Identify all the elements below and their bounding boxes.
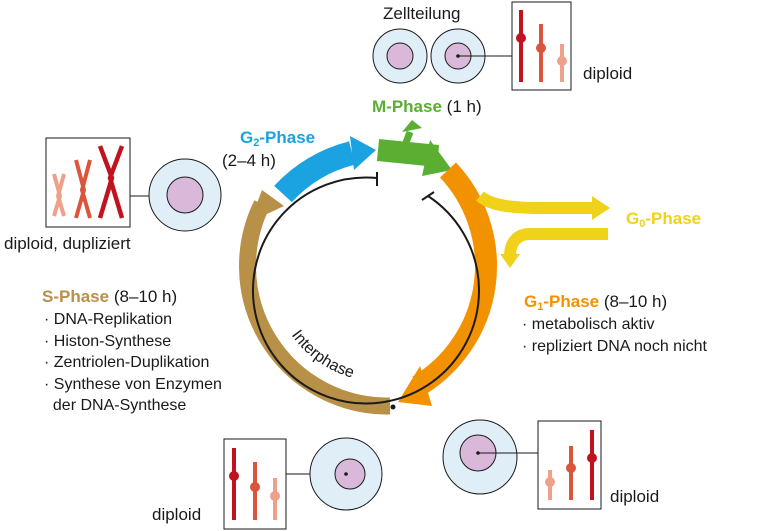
top-ploidy-label: diploid [583, 64, 633, 83]
list-item: Histon-Synthese [44, 331, 222, 353]
g0-return-arrowhead [500, 254, 520, 268]
s-phase-title: S-Phase (8–10 h) [42, 287, 177, 307]
g0-return-arrow [504, 228, 608, 257]
g2-subscript: 2 [253, 137, 260, 149]
bottom-right-ploidy-label: diploid [610, 487, 660, 506]
m-phase-exit-arrow [400, 130, 414, 150]
list-item: metabolisch aktiv [522, 314, 707, 336]
nucleus-left [166, 176, 204, 214]
g2-phase-duration: (2–4 h) [222, 151, 276, 170]
centromere-3 [557, 56, 567, 66]
m-phase-title: M-Phase (1 h) [372, 97, 482, 117]
circle-end-tick [421, 191, 435, 201]
g1-phase-title: G1-Phase (8–10 h) [524, 292, 667, 317]
list-item: DNA-Replikation [44, 309, 222, 331]
list-item: Zentriolen-Duplikation [44, 352, 222, 374]
bottom-right-cell-group [442, 419, 602, 510]
centromere-1 [229, 471, 239, 481]
centromere-3 [545, 477, 555, 487]
duplicated-chromosome-2 [74, 159, 92, 219]
g0-subscript: 0 [639, 218, 646, 230]
m-phase-name: M-Phase [372, 97, 442, 116]
g1-prefix: G [524, 292, 538, 311]
duplicated-chromosomes [45, 137, 222, 232]
centromere-3 [270, 491, 280, 501]
zellteilung-label: Zellteilung [383, 4, 461, 23]
centromere-2 [566, 463, 576, 473]
cycle-point [390, 404, 396, 410]
g0-phase-title: G0-Phase [626, 209, 701, 234]
list-item-continuation: der DNA-Synthese [52, 397, 187, 414]
centromere-2 [536, 43, 546, 53]
g0-prefix: G [626, 209, 640, 228]
daughter-nucleus-1 [386, 42, 414, 70]
s-phase-arrow [239, 200, 391, 415]
centromere-1 [587, 453, 597, 463]
g1-phase-arrow [412, 162, 498, 396]
left-ploidy-label: diploid, dupliziert [4, 234, 131, 253]
g1-phase-list: metabolisch aktiv repliziert DNA noch ni… [522, 314, 707, 357]
interphase-circle [252, 176, 480, 405]
g1-suffix: -Phase [543, 292, 600, 311]
s-phase-arrowhead [250, 190, 284, 222]
list-item: repliziert DNA noch nicht [522, 336, 707, 358]
s-phase-list: DNA-Replikation Histon-Synthese Zentriol… [44, 309, 222, 417]
g2-prefix: G [240, 128, 254, 147]
m-phase-exit-arrowhead [402, 120, 422, 132]
pointer-dot [476, 451, 480, 455]
g0-exit-arrow [475, 191, 592, 214]
list-item: Synthese von Enzymen [44, 374, 222, 396]
duplicated-chromosome-1 [52, 173, 66, 217]
g2-phase-arrowhead [350, 136, 376, 170]
nucleus-bottom-left [334, 458, 366, 490]
s-phase-duration: (8–10 h) [113, 287, 178, 306]
pointer-dot [456, 54, 460, 58]
g2-phase-arrow [274, 141, 356, 203]
centromere-1 [516, 33, 526, 43]
bottom-left-cell-group [223, 437, 383, 530]
m-phase-duration: (1 h) [446, 97, 482, 116]
g0-exit-arrowhead [592, 196, 610, 220]
g1-subscript: 1 [537, 301, 544, 313]
g1-phase-duration: (8–10 h) [603, 292, 668, 311]
bottom-left-ploidy-label: diploid [152, 505, 202, 524]
pointer-dot [344, 472, 348, 476]
g2-suffix: -Phase [259, 128, 316, 147]
duplicated-chromosome-3 [97, 145, 125, 219]
dividing-cells [372, 1, 572, 91]
g0-suffix: -Phase [645, 209, 702, 228]
g2-phase-title: G2-Phase [240, 128, 315, 153]
m-phase-arrowhead [422, 140, 452, 176]
centromere-2 [250, 482, 260, 492]
s-phase-name: S-Phase [42, 287, 110, 306]
